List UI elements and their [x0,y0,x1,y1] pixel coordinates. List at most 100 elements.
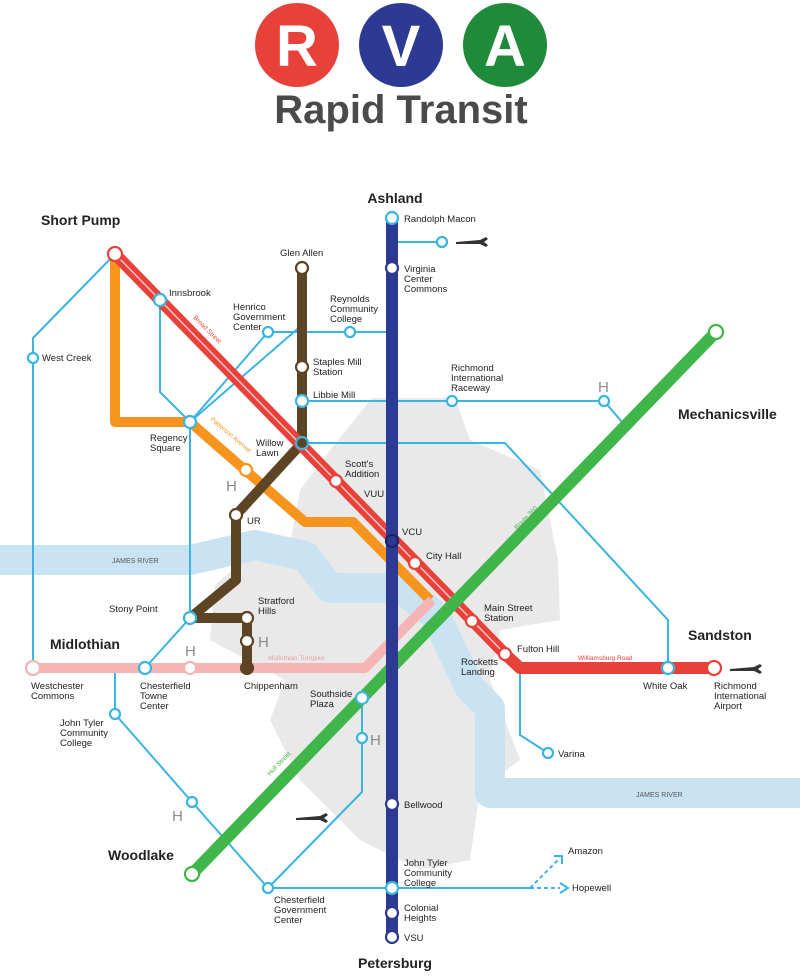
street-label-williamsburg: Williamsburg Road [578,655,633,662]
label-main-street: Main Street Station [484,603,535,624]
label-chesterfield-gov: Chesterfield Government Center [274,895,329,926]
label-west-creek: West Creek [42,353,92,364]
stop-richmond-raceway[interactable] [445,394,459,408]
station-ric-airport[interactable] [705,659,723,677]
station-city-hall[interactable] [407,555,423,571]
stop-raceway-hospital[interactable] [597,394,611,408]
hospital-icon: H [172,808,183,825]
label-stony-point: Stony Point [109,604,158,615]
hospital-icon: H [258,634,269,651]
label-ur: UR [247,516,261,527]
station-willow-lawn-transfer[interactable] [294,435,310,451]
stop-john-tyler-west[interactable] [108,707,122,721]
label-regency: Regency Square [150,433,190,454]
station-staples-mill[interactable] [294,359,310,375]
station-libbie-mill[interactable] [294,393,310,409]
logo-circle-a [463,3,547,87]
station-woodlake[interactable] [183,865,201,883]
region-mechanicsville: Mechanicsville [678,406,777,422]
airplane-icon [296,813,328,823]
label-glen-allen: Glen Allen [280,248,323,259]
stop-reynolds[interactable] [343,325,357,339]
station-vsu[interactable] [384,929,400,945]
label-john-tyler-west: John Tyler Community College [60,718,111,749]
station-fulton-hill[interactable] [497,646,513,662]
label-virginia-center: Virginia Center Commons [404,264,448,295]
stop-airport-north[interactable] [435,235,449,249]
hospital-icon: H [226,478,237,495]
station-colonial-heights[interactable] [384,905,400,921]
label-chippenham: Chippenham [244,681,298,692]
label-ric-airport: Richmond International Airport [714,681,769,712]
station-stratford-hospital[interactable] [239,633,255,649]
label-reynolds: Reynolds Community College [330,294,381,325]
street-label-midlothian: Midlothian Turnpike [268,655,325,662]
station-chesterfield-towne[interactable] [137,660,153,676]
logo-letter-r: R [276,14,318,79]
hospital-icon: H [370,732,381,749]
label-vcu: VCU [402,527,422,538]
label-richmond-raceway: Richmond International Raceway [451,363,506,394]
stop-woodlake-hospital[interactable] [185,795,199,809]
stations [24,210,725,945]
station-regency-square[interactable] [182,414,198,430]
label-bellwood: Bellwood [404,800,443,811]
label-henrico-gov: Henrico Government Center [233,302,288,333]
station-westchester[interactable] [24,659,42,677]
station-short-pump[interactable] [106,245,124,263]
red-line-center [117,256,506,655]
station-chippenham[interactable] [239,660,255,676]
station-labels: Randolph Macon Virginia Center Commons G… [31,214,769,944]
station-virginia-center[interactable] [384,260,400,276]
label-rocketts: Rocketts Landing [461,657,501,678]
logo: R V A Rapid Transit [255,3,547,132]
stop-chesterfield-gov[interactable] [261,881,275,895]
label-amazon: Amazon [568,846,603,857]
station-scotts-addition[interactable] [328,473,344,489]
page-title: Rapid Transit [274,88,527,132]
stop-west-creek[interactable] [26,351,40,365]
label-white-oak: White Oak [643,681,688,692]
station-stratford-hills[interactable] [239,610,255,626]
logo-letter-a: A [484,14,526,79]
label-hopewell: Hopewell [572,883,611,894]
station-glen-allen[interactable] [294,260,310,276]
stop-varina[interactable] [541,746,555,760]
station-john-tyler-south[interactable] [384,880,400,896]
region-woodlake: Woodlake [108,847,174,863]
station-mechanicsville[interactable] [707,323,725,341]
label-varina: Varina [558,749,585,760]
station-bellwood[interactable] [384,796,400,812]
hopewell-arrow-icon [559,882,570,894]
station-southside-plaza[interactable] [354,690,370,706]
amazon-arrow-icon [554,855,563,864]
label-vuu: VUU [364,489,384,500]
label-scotts-addition: Scott's Addition [345,459,379,480]
region-sandston: Sandston [688,627,752,643]
james-river-label-west: JAMES RIVER [112,558,159,565]
stop-southside-hospital[interactable] [355,731,369,745]
stop-henrico-gov[interactable] [261,325,275,339]
station-midlothian-hospital[interactable] [182,660,198,676]
station-ur[interactable] [228,507,244,523]
logo-circle-r [255,3,339,87]
label-city-hall: City Hall [426,551,461,562]
region-ashland: Ashland [367,190,422,206]
label-staples-mill: Staples Mill Station [313,357,364,378]
station-main-street[interactable] [464,613,480,629]
station-white-oak[interactable] [660,660,676,676]
label-southside-plaza: Southside Plaza [310,689,355,710]
station-willow-lawn[interactable] [238,462,254,478]
region-petersburg: Petersburg [358,955,432,971]
logo-circle-v [359,3,443,87]
station-vcu[interactable] [384,533,400,549]
station-innsbrook[interactable] [152,292,168,308]
label-innsbrook: Innsbrook [169,288,211,299]
label-john-tyler-south: John Tyler Community College [404,858,455,889]
green-line [186,326,722,880]
station-randolph-macon[interactable] [384,210,400,226]
label-westchester: Westchester Commons [31,681,86,702]
label-willow-lawn: Willow Lawn [256,438,286,459]
station-stony-point[interactable] [182,610,198,626]
